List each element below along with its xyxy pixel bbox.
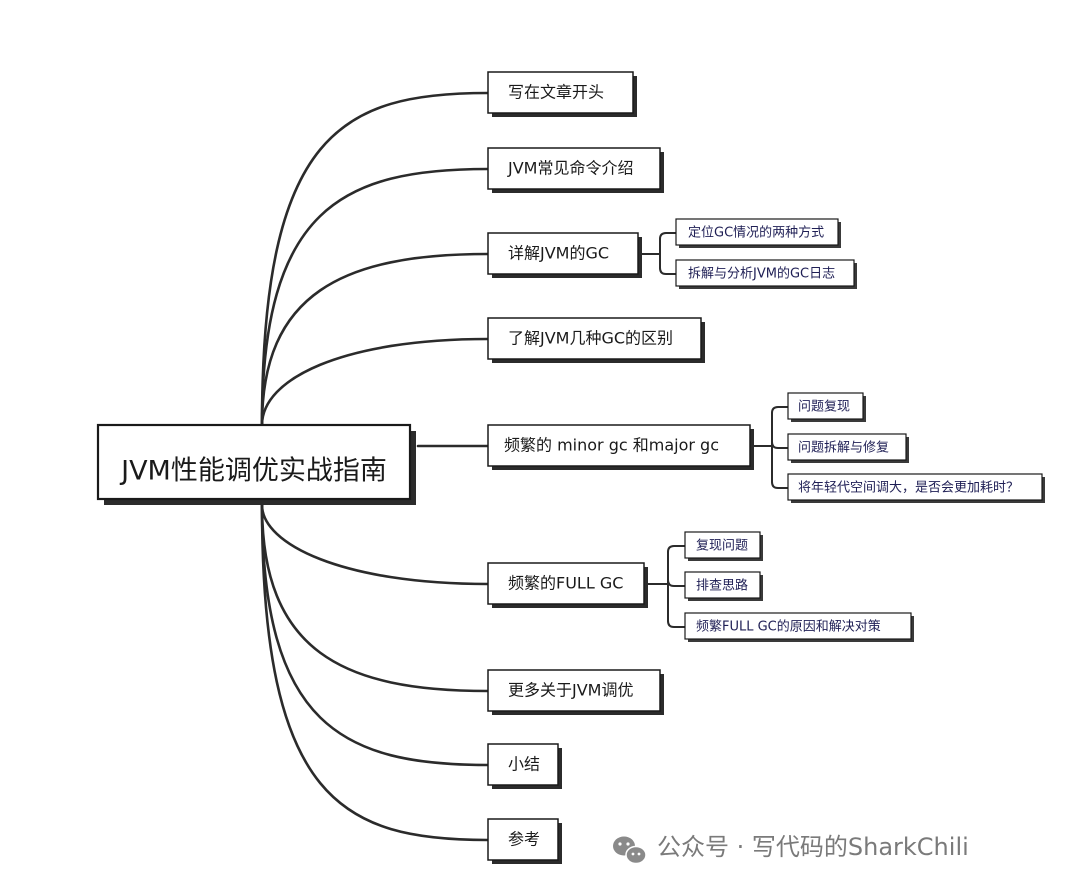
branch-label: 写在文章开头 <box>508 83 604 102</box>
wechat-icon <box>613 836 647 865</box>
root-title: JVM性能调优实战指南 <box>119 456 387 487</box>
sub-connector <box>659 267 677 275</box>
branch-label: 更多关于JVM调优 <box>508 681 633 700</box>
sub-node-reproduce-issue[interactable]: 问题复现 <box>787 392 866 422</box>
sub-node-young-gen-question[interactable]: 将年轻代空间调大，是否会更加耗时？ <box>787 473 1045 503</box>
branch-label: JVM常见命令介绍 <box>507 159 633 178</box>
sub-node-issue-fix[interactable]: 问题拆解与修复 <box>787 433 909 463</box>
branch-connector <box>260 91 490 427</box>
sub-connector <box>667 545 686 553</box>
sub-node-gc-log-analysis[interactable]: 拆解与分析JVM的GC日志 <box>675 259 857 289</box>
watermark: 公众号 · 写代码的SharkChili <box>613 833 969 865</box>
sub-connector <box>667 579 686 587</box>
branch-connector <box>260 252 490 427</box>
sub-node-gc-locate-methods[interactable]: 定位GC情况的两种方式 <box>675 218 841 248</box>
branch-node-minor-major-gc[interactable]: 频繁的 minor gc 和major gc <box>487 424 754 470</box>
branch-connector <box>260 503 490 693</box>
branch-node-jvm-commands[interactable]: JVM常见命令介绍 <box>487 147 664 193</box>
sub-label: 将年轻代空间调大，是否会更加耗时？ <box>798 481 1019 496</box>
branch-label: 了解JVM几种GC的区别 <box>508 329 673 348</box>
sub-label: 问题拆解与修复 <box>798 441 889 456</box>
branch-node-gc-differences[interactable]: 了解JVM几种GC的区别 <box>487 317 705 363</box>
sub-label: 频繁FULL GC的原因和解决对策 <box>696 619 881 635</box>
branch-connector <box>260 503 490 586</box>
sub-node-troubleshooting[interactable]: 排查思路 <box>684 571 763 601</box>
branch-connector <box>260 167 490 427</box>
branch-label: 详解JVM的GC <box>508 244 609 263</box>
sub-node-full-gc-causes[interactable]: 频繁FULL GC的原因和解决对策 <box>684 612 914 642</box>
sub-connector <box>659 232 677 240</box>
branch-connector <box>260 503 490 767</box>
branch-node-full-gc[interactable]: 频繁的FULL GC <box>487 562 648 608</box>
watermark-text: 公众号 · 写代码的SharkChili <box>657 833 969 861</box>
sub-node-reproduce-problem[interactable]: 复现问题 <box>684 531 763 561</box>
branch-node-references[interactable]: 参考 <box>487 818 562 864</box>
branch-label: 小结 <box>508 755 540 774</box>
sub-label: 问题复现 <box>798 400 850 415</box>
branch-connector <box>260 503 490 842</box>
sub-connector <box>771 406 789 414</box>
branch-node-more-jvm-tuning[interactable]: 更多关于JVM调优 <box>487 669 664 715</box>
branch-label: 频繁的 minor gc 和major gc <box>504 436 719 455</box>
sub-connector <box>771 481 789 489</box>
root-node[interactable]: JVM性能调优实战指南 <box>96 423 416 505</box>
branch-connector <box>260 337 490 427</box>
connectors <box>260 91 789 842</box>
branch-label: 频繁的FULL GC <box>508 574 623 593</box>
sub-connector <box>771 441 789 449</box>
branch-label: 参考 <box>508 830 540 849</box>
sub-label: 排查思路 <box>696 578 748 594</box>
sub-label: 拆解与分析JVM的GC日志 <box>688 266 835 282</box>
sub-label: 定位GC情况的两种方式 <box>688 225 824 241</box>
branch-node-summary[interactable]: 小结 <box>487 743 562 789</box>
branch-node-jvm-gc[interactable]: 详解JVM的GC <box>487 232 642 278</box>
branch-node-writing-intro[interactable]: 写在文章开头 <box>487 71 637 117</box>
sub-label: 复现问题 <box>696 539 748 554</box>
sub-connector <box>667 620 686 628</box>
